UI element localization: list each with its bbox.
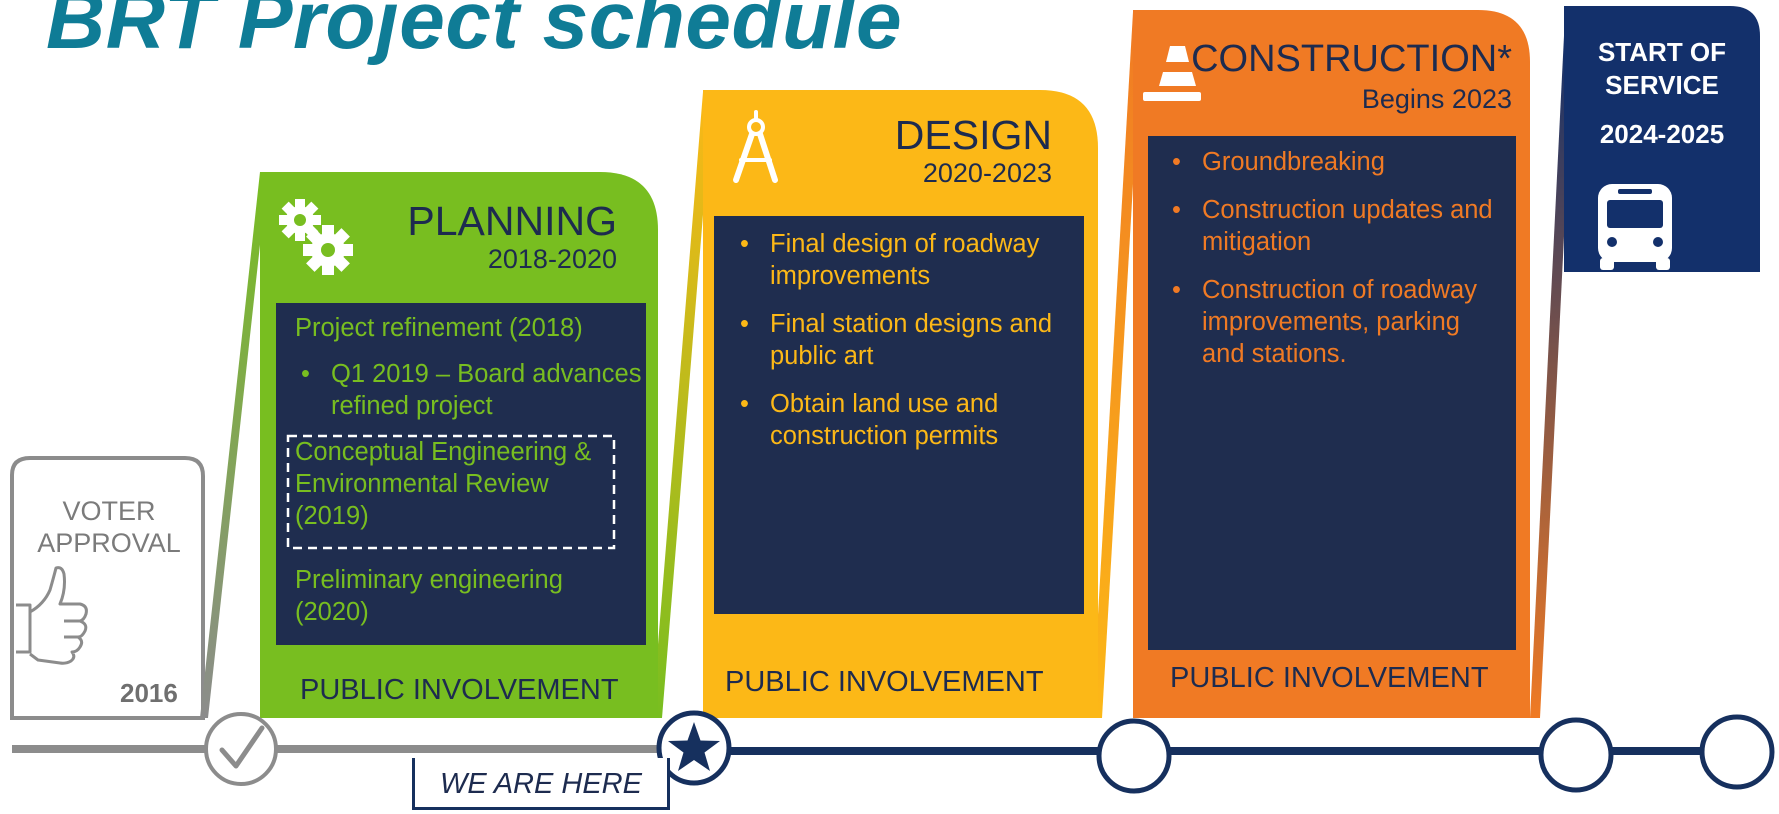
design-years: 2020-2023: [922, 158, 1052, 188]
construction-bullet-roadway: Construction of roadway improvements, pa…: [1166, 274, 1506, 370]
milestone-voter: [204, 712, 278, 786]
start-years: 2024-2025: [1599, 119, 1725, 149]
construction-public-involvement: PUBLIC INVOLVEMENT: [1170, 662, 1489, 694]
bus-icon: [1598, 184, 1672, 270]
we-are-here-marker: WE ARE HERE: [412, 758, 670, 810]
planning-item-conceptual: Conceptual Engineering & Environmental R…: [295, 438, 592, 530]
start-of-service-label: START OF SERVICE 2024-2025: [1564, 36, 1760, 151]
voter-approval-year: 2016: [120, 678, 178, 708]
voter-label-line2: APPROVAL: [37, 528, 181, 558]
gears-icon: [279, 199, 353, 275]
planning-public-involvement: PUBLIC INVOLVEMENT: [300, 674, 619, 706]
connector-design-construction: [1092, 12, 1143, 718]
voter-approval-box: [10, 456, 205, 720]
milestone-current: [656, 710, 732, 786]
planning-item-preliminary: Preliminary engineering (2020): [295, 566, 563, 626]
construction-title: CONSTRUCTION*: [1191, 38, 1512, 80]
milestone-construction: [1538, 717, 1614, 793]
planning-bullet-board: Q1 2019 – Board advances refined project: [295, 358, 643, 422]
star-icon: [668, 722, 720, 771]
voter-label-line1: VOTER: [62, 496, 156, 526]
milestone-start: [1699, 714, 1775, 790]
planning-title: PLANNING: [407, 198, 617, 244]
start-label-line1: START OF: [1597, 37, 1727, 67]
construction-years: Begins 2023: [1361, 84, 1512, 114]
design-bullet-permits: Obtain land use and construction permits: [734, 388, 1074, 452]
compass-icon: [733, 110, 778, 183]
check-icon: [219, 725, 265, 769]
design-bullet-station: Final station designs and public art: [734, 308, 1074, 372]
design-public-involvement: PUBLIC INVOLVEMENT: [725, 666, 1044, 698]
planning-years: 2018-2020: [487, 244, 617, 274]
page-title: BRT Project schedule: [46, 0, 903, 66]
design-bullet-roadway: Final design of roadway improvements: [734, 228, 1074, 292]
construction-bullet-groundbreaking: Groundbreaking: [1166, 146, 1506, 178]
voter-approval-label: VOTER APPROVAL: [14, 495, 204, 559]
start-label-line2: SERVICE: [1605, 70, 1719, 100]
connector-construction-start: [1530, 36, 1574, 718]
construction-list: Groundbreaking Construction updates and …: [1166, 146, 1506, 370]
conceptual-engineering-dashed-box: [286, 434, 616, 550]
planning-list: Project refinement (2018) Q1 2019 – Boar…: [295, 312, 643, 628]
connector-voter-planning: [200, 172, 268, 718]
design-list: Final design of roadway improvements Fin…: [734, 228, 1074, 452]
connector-planning-design: [652, 92, 713, 718]
thumbs-up-icon: [16, 566, 88, 665]
planning-item-refinement: Project refinement (2018): [295, 314, 583, 342]
construction-bullet-updates: Construction updates and mitigation: [1166, 194, 1506, 258]
traffic-cone-icon: [1143, 46, 1201, 101]
design-title: DESIGN: [894, 112, 1052, 158]
milestone-design: [1096, 718, 1172, 794]
